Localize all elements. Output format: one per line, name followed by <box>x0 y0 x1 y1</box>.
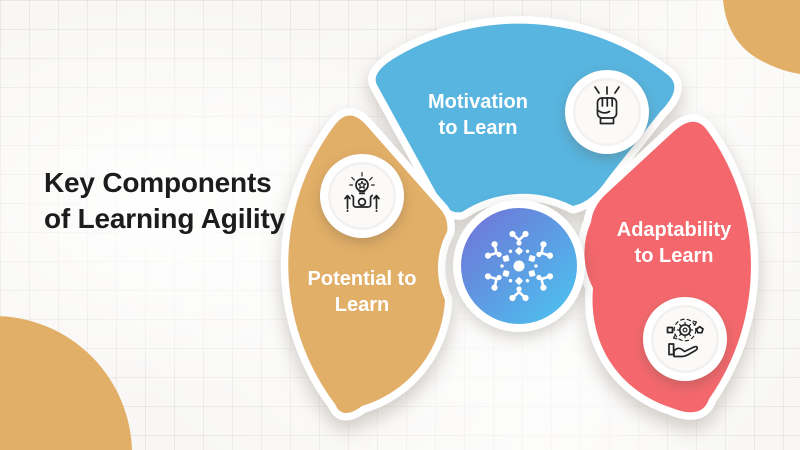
center-hub <box>453 200 585 332</box>
segment-motivation-label-line1: Motivation <box>428 91 528 113</box>
potential-badge <box>320 154 404 238</box>
gear-hand-icon <box>666 318 704 358</box>
segment-potential-label-line2: Learn <box>335 294 389 316</box>
motivation-badge <box>565 70 649 154</box>
segment-adaptability-label-line1: Adaptability <box>617 219 732 241</box>
segment-potential-label-line1: Potential to <box>308 268 417 290</box>
bulb-hands-icon <box>344 172 380 212</box>
corner-decoration-bottom-left <box>0 316 132 450</box>
fist-icon <box>594 86 620 125</box>
adaptability-badge <box>643 297 727 381</box>
page-title: Key Components of Learning Agility <box>44 167 285 234</box>
snowflake-arm <box>484 230 554 302</box>
network-snowflake-icon <box>484 230 554 302</box>
segment-adaptability-label-line2: to Learn <box>635 245 714 267</box>
segment-motivation-label-line2: to Learn <box>439 117 518 139</box>
corner-decoration-top-right <box>723 0 800 74</box>
